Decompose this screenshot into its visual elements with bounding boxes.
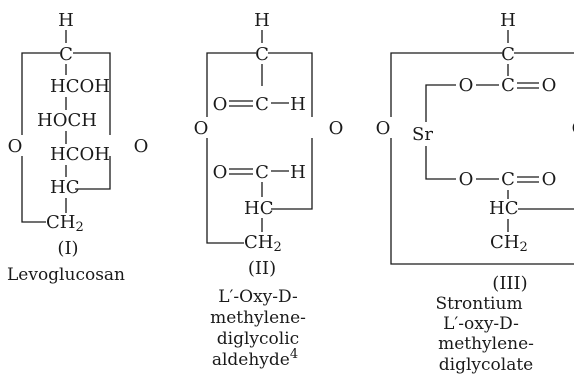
atom-hc: HC	[50, 177, 79, 198]
structure-caption-line-1: L′-Oxy-D-	[218, 287, 297, 307]
structure-diglycolic-aldehyde: H C O C H O C H HC CH2 O O (II) L′-Oxy-D…	[194, 10, 344, 370]
structure-caption-line-3: diglycolic	[217, 329, 299, 349]
atom-oxygen-upper: O	[459, 75, 474, 96]
atom-ring-oxygen-left: O	[8, 136, 23, 157]
bond	[73, 52, 111, 135]
structure-caption: Levoglucosan	[7, 265, 125, 285]
footnote-marker: 4	[290, 347, 298, 362]
atom-hoch: HOCH	[37, 110, 97, 131]
atom-oxo-oxygen-upper: O	[213, 94, 228, 115]
atom-ch2: CH2	[46, 212, 84, 235]
atom-oxo-oxygen-lower: O	[213, 162, 228, 183]
atom-c1: C	[501, 44, 515, 65]
bond	[271, 138, 313, 210]
atom-oxo-carbon-lower: C	[255, 162, 269, 183]
atom-oxo-carbon-upper: C	[255, 94, 269, 115]
atom-ring-oxygen-right: O	[134, 136, 149, 157]
bond	[75, 156, 111, 190]
atom-ch2: CH2	[490, 232, 528, 255]
atom-carbonyl-carbon-lower: C	[501, 169, 515, 190]
bond	[21, 156, 46, 223]
atom-strontium: Sr	[412, 124, 433, 145]
bond	[268, 52, 313, 117]
atom-hcoh-lower: HCOH	[50, 144, 110, 165]
atom-ring-oxygen-right: O	[329, 118, 344, 139]
bond	[425, 146, 456, 180]
structure-caption-line-2: methylene-	[210, 308, 306, 328]
bond	[390, 138, 574, 265]
atom-carbonyl-oxygen-lower: O	[542, 169, 557, 190]
atom-c1: C	[255, 44, 269, 65]
structure-numeral: (II)	[248, 258, 276, 279]
atom-carbonyl-carbon-upper: C	[501, 75, 515, 96]
structure-caption-line-3: methylene-	[438, 334, 534, 354]
structure-caption-line-2: L′-oxy-D-	[443, 314, 519, 334]
atom-oxygen-lower: O	[459, 169, 474, 190]
bond	[206, 138, 244, 244]
atom-ring-oxygen-left: O	[194, 118, 209, 139]
atom-aldehyde-h-upper: H	[290, 94, 306, 115]
structure-caption-line-4: diglycolate	[439, 355, 533, 375]
structure-caption-line-4: aldehyde4	[212, 347, 298, 370]
atom-ch2: CH2	[244, 232, 282, 255]
bond	[21, 52, 60, 135]
atom-top-h: H	[500, 10, 516, 31]
atom-c1: C	[59, 44, 73, 65]
atom-top-h: H	[58, 10, 74, 31]
atom-ring-oxygen-right: O	[572, 118, 574, 139]
bond	[390, 52, 502, 117]
structure-numeral: (III)	[492, 273, 527, 294]
atom-aldehyde-h-lower: H	[290, 162, 306, 183]
structure-levoglucosan: H C HCOH HOCH HCOH HC CH2 O O (I) Levogl…	[7, 10, 148, 285]
atom-top-h: H	[254, 10, 270, 31]
atom-carbonyl-oxygen-upper: O	[542, 75, 557, 96]
bond	[425, 84, 456, 122]
bond	[206, 52, 256, 117]
atom-hc: HC	[244, 198, 273, 219]
atom-ring-oxygen-left: O	[376, 118, 391, 139]
atom-hc: HC	[489, 198, 518, 219]
structure-numeral: (I)	[57, 238, 78, 259]
structure-strontium-diglycolate: H C O C O Sr O C O HC CH2 O O (III) Str	[376, 10, 574, 375]
atom-hcoh-upper: HCOH	[50, 76, 110, 97]
structure-caption-line-1: Strontium	[435, 294, 522, 314]
